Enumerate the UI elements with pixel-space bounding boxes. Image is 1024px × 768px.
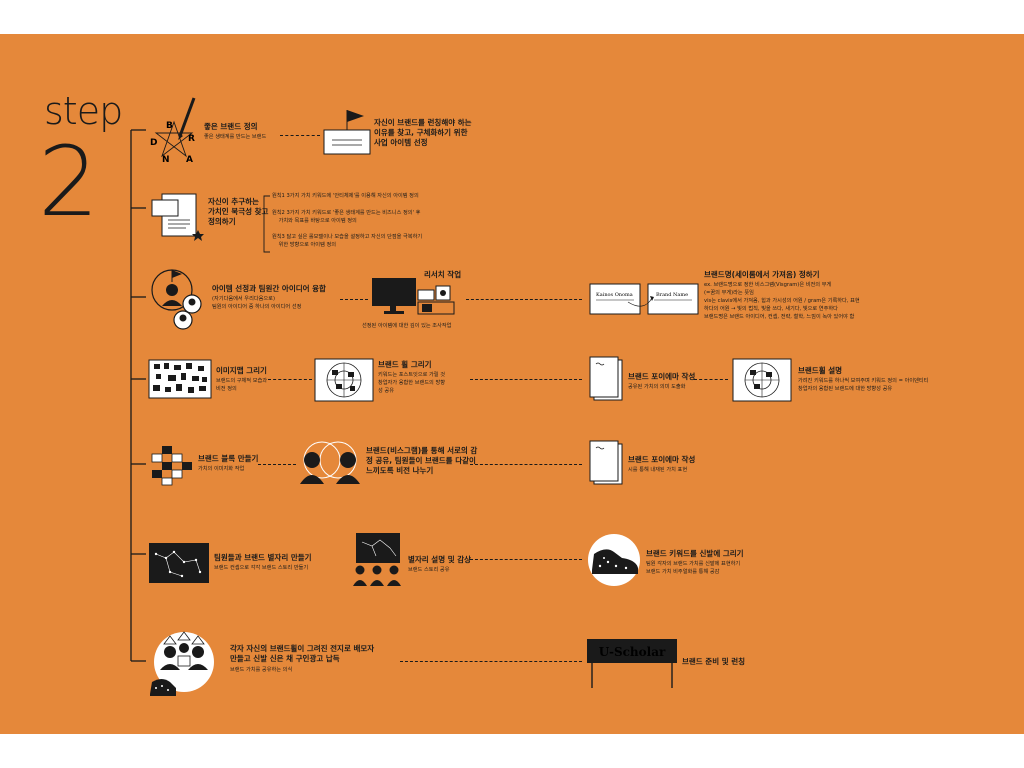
image-map-icon bbox=[148, 359, 212, 399]
naming-sub: ex. 브랜드명으로 정한 비스그램(Visgram)은 비전의 무게 (=꿈의… bbox=[704, 282, 860, 320]
naming-title: 브랜드명(세이롬에서 가져옴) 정하기 bbox=[704, 270, 820, 279]
row7-connector bbox=[400, 661, 582, 662]
step-label: step bbox=[44, 89, 123, 133]
pentagram-icon: B R D A N bbox=[150, 97, 196, 165]
constellation-audience-icon bbox=[353, 533, 401, 586]
poiema2-title: 브랜드 포이에마 작성 bbox=[628, 455, 696, 464]
wheel-sub: 키워드는 포스트잇으로 가릴 것 창업자가 융합한 브랜드의 방향 성 공유 bbox=[378, 372, 445, 394]
row3-sub: (자기다움에서 우리다움으로) 팀원의 아이디어 중 하나의 아이디어 선정 bbox=[212, 296, 302, 310]
research-desk-icon bbox=[372, 278, 455, 315]
star-sub: 브랜드 스토리 공유 bbox=[408, 567, 450, 573]
row1-right-title: 자신이 브랜드를 런칭해야 하는 이유를 찾고, 구체화하기 위한 사업 아이템… bbox=[374, 118, 472, 147]
poiema-title: 브랜드 포이에마 작성 bbox=[628, 372, 696, 381]
visgram-title: 브랜드(비스그램)를 통해 서로의 감 정 공유, 팀원들이 브랜드를 다같이 … bbox=[366, 446, 478, 475]
row5-sub: 가치의 이미지화 작업 bbox=[198, 466, 245, 472]
row4-sub: 브랜드의 구체적 모습과 비전 정의 bbox=[216, 378, 268, 392]
row6-connector bbox=[470, 559, 582, 560]
research-sub: 선정된 아이템에 대한 깊이 있는 조사작업 bbox=[362, 323, 452, 329]
row2-note-2: 원칙2 3가지 가치 키워드로 '좋은 생태계를 만드는 비즈니스 정의' 후 … bbox=[272, 210, 421, 224]
shoe-sub: 팀원 각자의 브랜드 가치를 신발에 표현하기 브랜드 가치 비주얼화를 통해 … bbox=[646, 561, 741, 575]
pentagram-letter-d: D bbox=[150, 138, 157, 148]
poiema-sheet-icon-1 bbox=[589, 356, 623, 401]
poiema-sheet-icon-2 bbox=[589, 440, 623, 485]
pentagram-letter-r: R bbox=[188, 134, 195, 144]
wheel-explain-title: 브랜드휠 설명 bbox=[798, 366, 843, 375]
hat-ceremony-icon bbox=[150, 631, 214, 696]
process-diagram: step 2 B R D A N 좋은 브랜드 정의 좋은 생태계를 만드는 브… bbox=[0, 34, 1024, 734]
brand-block-icon bbox=[151, 446, 192, 486]
pentagram-letter-n: N bbox=[162, 155, 170, 165]
row3-connector-2 bbox=[466, 299, 582, 300]
pentagram-letter-b: B bbox=[166, 121, 173, 131]
sneaker-icon bbox=[588, 534, 640, 586]
launch-sign-icon: U-Scholar bbox=[587, 639, 677, 688]
row2-bracket bbox=[263, 195, 270, 253]
naming-cards-icon: Kainos Onoma Brand Name bbox=[589, 283, 699, 315]
wheel-explain-sub: 가려진 키워드를 하나씩 보여주며 키워드 정의 = 아이덴티티 창업자의 융합… bbox=[798, 378, 929, 392]
card-brand-name: Brand Name bbox=[656, 292, 688, 298]
constellation-board-icon bbox=[149, 543, 209, 583]
brand-wheel-icon-2 bbox=[732, 358, 792, 402]
row4-connector-1 bbox=[268, 379, 312, 380]
row2-title: 자신이 추구하는 가치인 북극성 찾고 정의하기 bbox=[208, 197, 269, 226]
timeline-spine bbox=[130, 129, 146, 662]
row1-connector bbox=[280, 135, 320, 136]
row2-note-3: 원칙3 닮고 싶은 롤모델이나 모습을 설정하고 자신의 단점을 극복하기 위한… bbox=[272, 234, 423, 248]
brand-wheel-icon-1 bbox=[314, 358, 374, 402]
row7-title: 각자 자신의 브랜드휠이 그려진 전지로 배모자 만들고 신발 신은 채 구인광… bbox=[230, 644, 375, 663]
poiema-sub: 공유된 가치의 의미 도출화 bbox=[628, 384, 686, 390]
row3-title: 아이템 선정과 팀원간 아이디어 융합 bbox=[212, 284, 326, 293]
poiema2-sub: 시를 통해 내재된 가치 표현 bbox=[628, 467, 688, 473]
row6-title: 팀원들과 브랜드 별자리 만들기 bbox=[214, 553, 312, 562]
team-fusion-icon bbox=[151, 269, 202, 330]
row5-connector-2 bbox=[470, 464, 582, 465]
flag-board-icon bbox=[323, 110, 371, 155]
sign-label: U-Scholar bbox=[599, 645, 666, 659]
row5-connector-1 bbox=[258, 464, 296, 465]
row3-connector-1 bbox=[340, 299, 368, 300]
row6-sub: 브랜드 컨셉으로 각각 브랜드 스토리 만들기 bbox=[214, 565, 309, 571]
row1-title: 좋은 브랜드 정의 bbox=[204, 122, 258, 131]
row2-note-1: 원칙1 3가지 가치 키워드에 '안티체제'를 이용해 자신의 아이템 정의 bbox=[272, 193, 419, 199]
shoe-title: 브랜드 키워드를 신발에 그리기 bbox=[646, 549, 744, 558]
shared-vision-icon bbox=[300, 441, 360, 484]
step-number: 2 bbox=[38, 126, 100, 238]
research-title: 리서치 작업 bbox=[424, 270, 462, 279]
star-title: 별자리 설명 및 감상 bbox=[408, 555, 472, 564]
pentagram-letter-a: A bbox=[186, 155, 193, 165]
row4-connector-2 bbox=[470, 379, 582, 380]
row7-sub: 브랜드 가치를 공유하는 의식 bbox=[230, 667, 293, 673]
row4-connector-3 bbox=[694, 379, 728, 380]
document-stack-icon bbox=[151, 193, 204, 241]
final-title: 브랜드 준비 및 런칭 bbox=[682, 657, 746, 666]
row5-title: 브랜드 블록 만들기 bbox=[198, 454, 259, 463]
row1-sub: 좋은 생태계를 만드는 브랜드 bbox=[204, 134, 267, 140]
wheel-title: 브랜드 휠 그리기 bbox=[378, 360, 432, 369]
row4-title: 이미지맵 그리기 bbox=[216, 366, 267, 375]
card-kainos-onoma: Kainos Onoma bbox=[596, 292, 633, 298]
